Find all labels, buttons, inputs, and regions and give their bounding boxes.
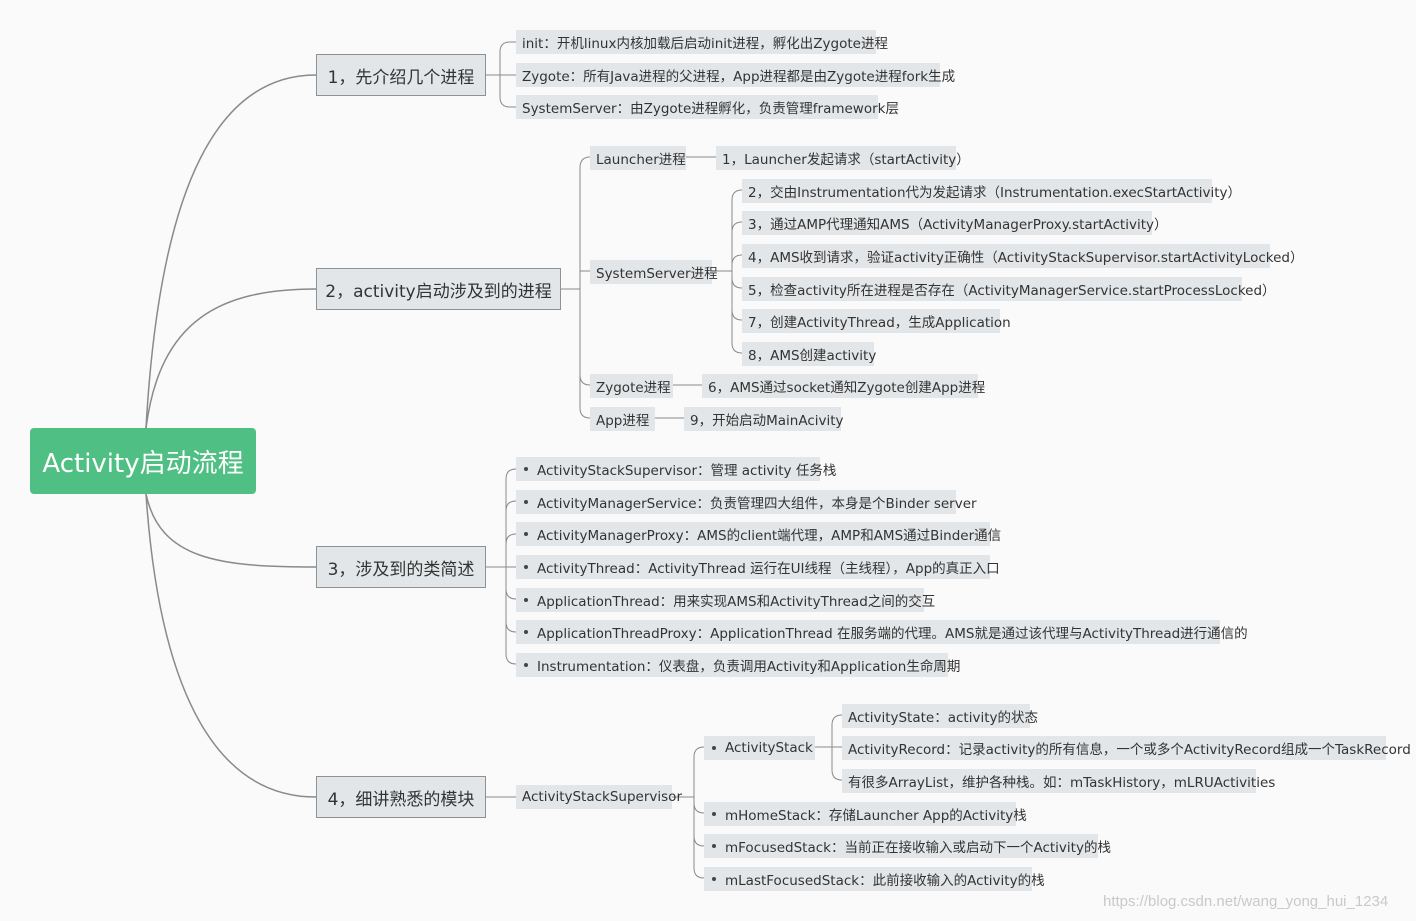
link-root-s2 (145, 288, 317, 429)
s3-item-activitymanagerproxy[interactable]: ActivityManagerProxy：AMS的client端代理，AMP和A… (516, 522, 1001, 546)
s3-item-instrumentation[interactable]: Instrumentation：仪表盘，负责调用Activity和Applica… (516, 653, 960, 677)
s2-app-process[interactable]: App进程 (590, 407, 655, 431)
s3-item-activitystacksupervisor[interactable]: ActivityStackSupervisor：管理 activity 任务栈 (516, 457, 836, 481)
bullet-icon (712, 812, 716, 816)
s3-item-applicationthread[interactable]: ApplicationThread：用来实现AMS和ActivityThread… (516, 588, 935, 612)
s1-item-systemserver[interactable]: SystemServer：由Zygote进程孵化，负责管理framework层 (516, 95, 899, 119)
s3-item-applicationthreadproxy[interactable]: ApplicationThreadProxy：ApplicationThread… (516, 620, 1248, 644)
s3-item-text: Instrumentation：仪表盘，负责调用Activity和Applica… (537, 659, 961, 675)
section-1-node[interactable]: 1，先介绍几个进程 (316, 54, 486, 96)
s4-mlastfocusedstack[interactable]: mLastFocusedStack：此前接收输入的Activity的栈 (704, 867, 1045, 891)
s4-item-text: mHomeStack：存储Launcher App的Activity栈 (725, 808, 1027, 824)
s2-step-1[interactable]: 1，Launcher发起请求（startActivity） (716, 146, 970, 170)
s2-systemserver-process[interactable]: SystemServer进程 (590, 260, 718, 284)
bullet-icon (524, 532, 528, 536)
s1-item-init[interactable]: init：开机linux内核加载后启动init进程，孵化出Zygote进程 (516, 30, 888, 54)
s1-item-zygote[interactable]: Zygote：所有Java进程的父进程，App进程都是由Zygote进程fork… (516, 63, 955, 87)
s2-step-4[interactable]: 4，AMS收到请求，验证activity正确性（ActivityStackSup… (742, 244, 1303, 268)
s4-activitystack[interactable]: ActivityStack (704, 736, 815, 760)
s2-step-7[interactable]: 7，创建ActivityThread，生成Application (742, 309, 1011, 333)
bullet-icon (712, 746, 716, 750)
bullet-icon (712, 877, 716, 881)
bullet-icon (524, 565, 528, 569)
s2-step-3[interactable]: 3，通过AMP代理通知AMS（ActivityManagerProxy.star… (742, 211, 1168, 235)
s4-activitystacksupervisor[interactable]: ActivityStackSupervisor (516, 785, 682, 809)
s2-launcher-process[interactable]: Launcher进程 (590, 146, 686, 170)
s4-stack-arraylist[interactable]: 有很多ArrayList，维护各种栈。如：mTaskHistory，mLRUAc… (842, 769, 1275, 793)
s3-item-text: ActivityThread：ActivityThread 运行在UI线程（主线… (537, 561, 1000, 577)
s3-item-text: ActivityStackSupervisor：管理 activity 任务栈 (537, 463, 837, 479)
watermark: https://blog.csdn.net/wang_yong_hui_1234 (1103, 893, 1389, 910)
s4-item-text: mLastFocusedStack：此前接收输入的Activity的栈 (725, 873, 1045, 889)
s2-step-5[interactable]: 5，检查activity所在进程是否存在（ActivityManagerServ… (742, 277, 1276, 301)
link-root-s4 (145, 493, 317, 798)
section-3-node[interactable]: 3，涉及到的类简述 (316, 546, 486, 588)
bullet-icon (524, 598, 528, 602)
s3-item-text: ApplicationThread：用来实现AMS和ActivityThread… (537, 594, 936, 610)
bullet-icon (712, 844, 716, 848)
bullet-icon (524, 467, 528, 471)
s2-step-8[interactable]: 8，AMS创建activity (742, 342, 876, 366)
s3-item-text: ActivityManagerProxy：AMS的client端代理，AMP和A… (537, 528, 1002, 544)
s2-step-2[interactable]: 2，交由Instrumentation代为发起请求（Instrumentatio… (742, 179, 1241, 203)
bullet-icon (524, 663, 528, 667)
bullet-icon (524, 500, 528, 504)
s4-stack-activityrecord[interactable]: ActivityRecord：记录activity的所有信息，一个或多个Acti… (842, 736, 1411, 760)
s3-item-text: ApplicationThreadProxy：ApplicationThread… (537, 626, 1248, 642)
s4-item-text: mFocusedStack：当前正在接收输入或启动下一个Activity的栈 (725, 840, 1111, 856)
s3-item-activitymanagerservice[interactable]: ActivityManagerService：负责管理四大组件，本身是个Bind… (516, 490, 977, 514)
s4-activitystack-label: ActivityStack (725, 740, 813, 756)
root-node[interactable]: Activity启动流程 (30, 428, 256, 494)
s2-step-9[interactable]: 9，开始启动MainAcivity (684, 407, 844, 431)
s4-mfocusedstack[interactable]: mFocusedStack：当前正在接收输入或启动下一个Activity的栈 (704, 834, 1111, 858)
s3-item-text: ActivityManagerService：负责管理四大组件，本身是个Bind… (537, 496, 977, 512)
s2-zygote-process[interactable]: Zygote进程 (590, 374, 673, 398)
link-root-s3 (145, 493, 317, 568)
bullet-icon (524, 630, 528, 634)
section-2-node[interactable]: 2，activity启动涉及到的进程 (316, 268, 561, 310)
s4-mhomestack[interactable]: mHomeStack：存储Launcher App的Activity栈 (704, 802, 1027, 826)
link-root-s1 (145, 74, 317, 429)
s4-stack-activitystate[interactable]: ActivityState：activity的状态 (842, 704, 1038, 728)
s3-item-activitythread[interactable]: ActivityThread：ActivityThread 运行在UI线程（主线… (516, 555, 1000, 579)
section-4-node[interactable]: 4，细讲熟悉的模块 (316, 776, 486, 818)
s2-step-6[interactable]: 6，AMS通过socket通知Zygote创建App进程 (702, 374, 985, 398)
